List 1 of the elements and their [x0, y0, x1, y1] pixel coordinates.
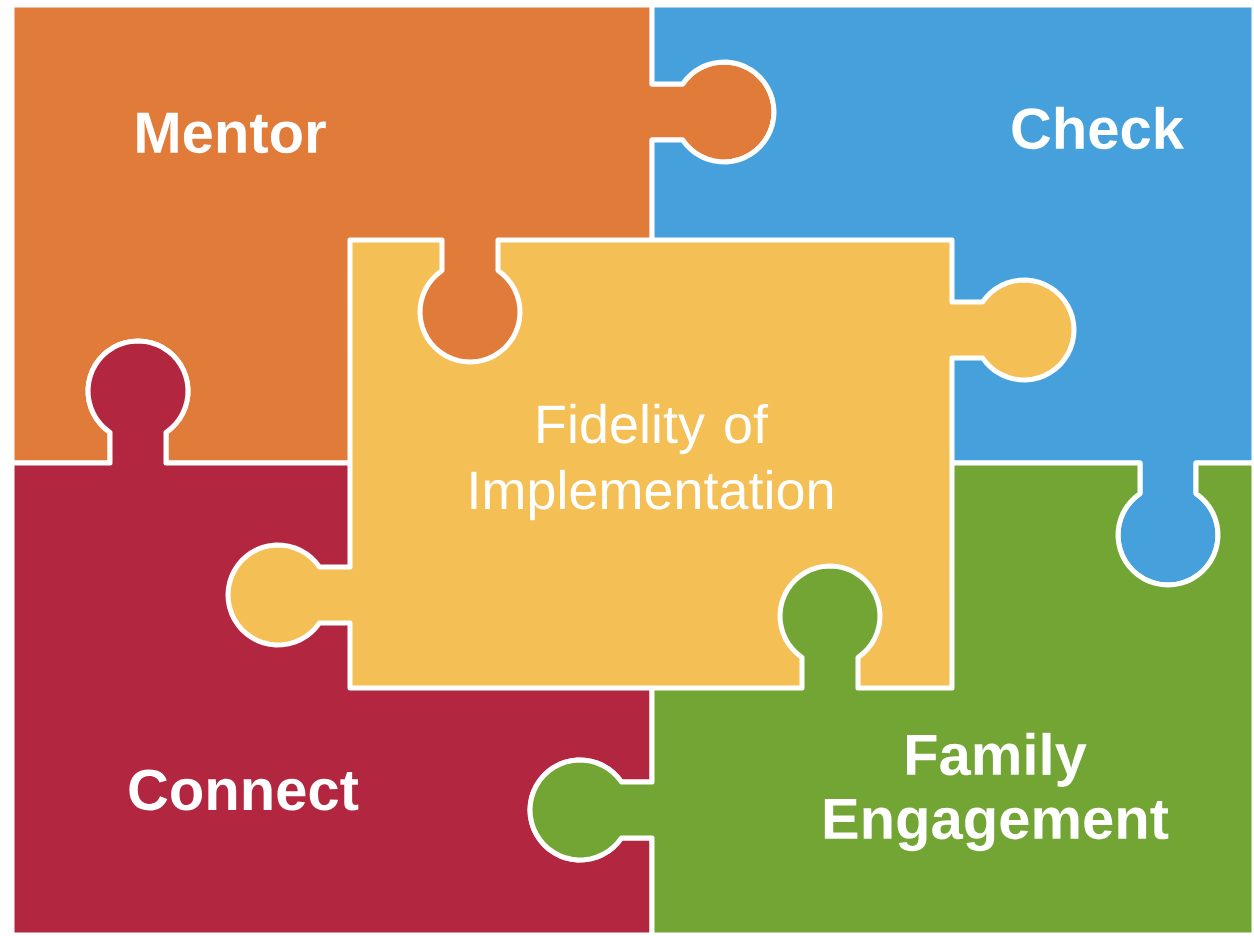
puzzle-piece: Fidelity of Implementation	[225, 237, 1077, 691]
